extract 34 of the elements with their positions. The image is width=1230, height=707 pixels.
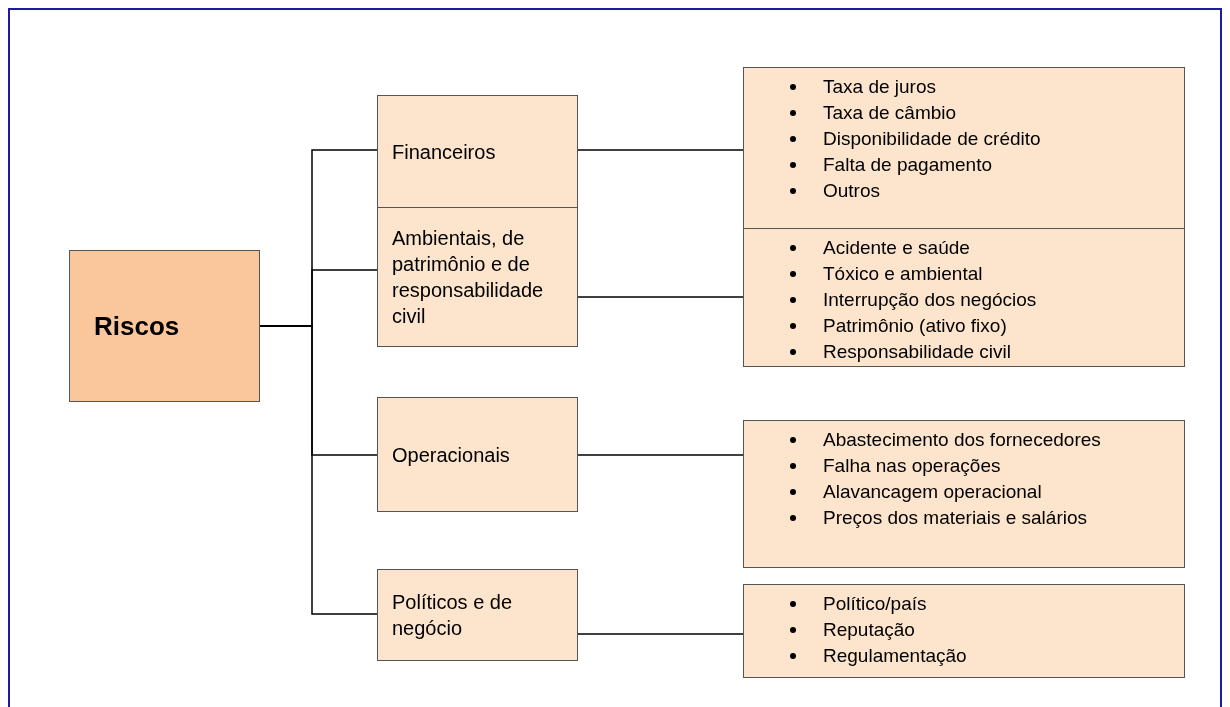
list-item: Taxa de juros: [823, 75, 936, 99]
category-label: Ambientais, de patrimônio e de responsabilidade civil: [392, 226, 545, 329]
list-item: Alavancagem operacional: [823, 480, 1042, 504]
list-item: Acidente e saúde: [823, 236, 970, 260]
list-item: Tóxico e ambiental: [823, 262, 983, 286]
list-box: [743, 584, 1185, 678]
category-label: Políticos e de negócio: [392, 590, 514, 641]
list-item: Político/país: [823, 592, 927, 616]
list-item: Falha nas operações: [823, 454, 1001, 478]
list-item: Taxa de câmbio: [823, 101, 957, 125]
list-item: Reputação: [823, 618, 915, 642]
root-title: Riscos: [94, 309, 180, 343]
list-item: Disponibilidade de crédito: [823, 127, 1041, 151]
list-item: Abastecimento dos fornecedores: [823, 428, 1101, 452]
list-item: Patrimônio (ativo fixo): [823, 314, 1007, 338]
connector-line: [577, 633, 744, 635]
list-box: [743, 420, 1185, 568]
connector-line: [577, 149, 744, 151]
category-box: [377, 95, 578, 208]
connector-line: [577, 296, 744, 298]
list-item: Regulamentação: [823, 644, 967, 668]
category-box: [377, 569, 578, 661]
list-item: Outros: [823, 179, 881, 203]
list-box: [743, 228, 1185, 367]
root-box: [69, 250, 260, 402]
list-item: Preços dos materiais e salários: [823, 506, 1087, 530]
list-item: Responsabilidade civil: [823, 340, 1011, 364]
category-label: Financeiros: [392, 139, 497, 165]
category-box: [377, 207, 578, 347]
category-label: Operacionais: [392, 442, 511, 468]
connector-line: [577, 454, 744, 456]
category-box: [377, 397, 578, 512]
list-item: Interrupção dos negócios: [823, 288, 1037, 312]
list-item: Falta de pagamento: [823, 153, 992, 177]
